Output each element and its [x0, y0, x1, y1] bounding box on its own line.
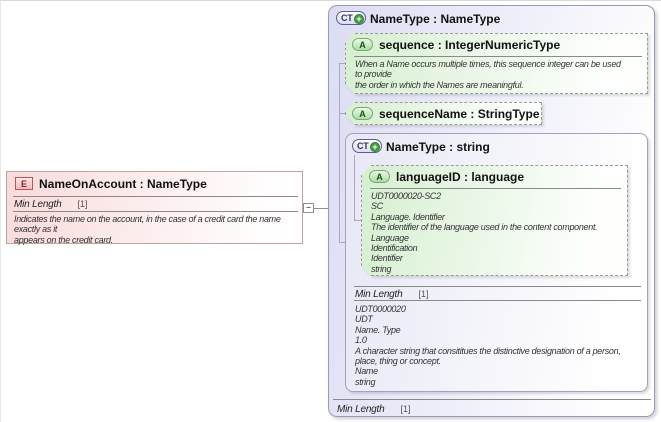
divider — [333, 399, 651, 400]
attribute-description: When a Name occurs multiple times, this … — [355, 59, 621, 90]
relation-line — [313, 208, 329, 209]
outer-facet-row: Min Length [1] — [337, 404, 411, 415]
divider — [370, 188, 621, 189]
tree-connector — [354, 220, 362, 221]
divider — [354, 286, 641, 287]
tree-connector — [354, 155, 355, 221]
element-title[interactable]: NameOnAccount : NameType — [39, 177, 207, 191]
collapse-toggle[interactable]: − — [303, 203, 314, 213]
ct-glyph: CT — [341, 13, 353, 23]
facet-label: Min Length — [14, 199, 62, 210]
attribute-box-shape[interactable]: A sequence : IntegerNumericType When a N… — [345, 33, 648, 94]
facet-value: [1] — [400, 404, 411, 414]
attribute-title[interactable]: languageID : language — [396, 170, 525, 184]
ct-glyph: CT — [357, 141, 369, 151]
attribute-title[interactable]: sequenceName : StringType — [379, 107, 540, 121]
attribute-facts: UDT0000020-SC2 SC Language. Identifier T… — [371, 191, 598, 274]
facet-label: Min Length — [355, 289, 403, 300]
nested-facet-row: Min Length [1] — [355, 289, 429, 300]
tree-connector — [339, 113, 346, 114]
attribute-icon: A — [369, 170, 390, 183]
attribute-icon: A — [352, 107, 373, 120]
nested-type-title[interactable]: NameType : string — [386, 140, 490, 154]
facet-value: [1] — [418, 289, 429, 299]
divider — [13, 196, 298, 197]
nested-type-facts: UDT0000020 UDT Name. Type 1.0 A characte… — [355, 304, 621, 387]
divider — [354, 56, 642, 57]
attribute-box-language-id: A languageID : language UDT0000020-SC2 S… — [361, 165, 628, 276]
divider — [13, 211, 298, 212]
complex-type-box-nametype-string: CT + NameType : string A languageID : la… — [345, 133, 648, 392]
attribute-box-shape[interactable]: A sequenceName : StringType — [345, 102, 542, 125]
expand-icon[interactable]: + — [370, 142, 380, 152]
element-box-name-on-account[interactable]: E NameOnAccount : NameType Min Length [1… — [6, 171, 303, 245]
attribute-box-shape[interactable]: A languageID : language UDT0000020-SC2 S… — [361, 165, 628, 276]
facet-label: Min Length — [337, 404, 385, 415]
complex-type-box-nametype: CT + NameType : NameType A sequence : In… — [328, 5, 655, 417]
tree-connector — [339, 63, 340, 243]
tree-connector — [339, 63, 346, 64]
attribute-icon: A — [352, 38, 373, 51]
element-facet-row: Min Length [1] — [14, 199, 88, 210]
complex-type-title[interactable]: NameType : NameType — [370, 12, 501, 26]
attribute-title[interactable]: sequence : IntegerNumericType — [379, 38, 561, 52]
divider — [354, 300, 641, 301]
complex-type-icon: CT + — [352, 139, 382, 153]
attribute-box-sequence: A sequence : IntegerNumericType When a N… — [345, 33, 648, 94]
complex-type-icon: CT + — [336, 11, 366, 25]
element-icon: E — [15, 177, 33, 190]
facet-value: [1] — [77, 199, 88, 209]
expand-icon[interactable]: + — [354, 14, 364, 24]
tree-connector — [339, 242, 346, 243]
attribute-box-sequence-name: A sequenceName : StringType — [345, 102, 542, 125]
element-description: Indicates the name on the account, in th… — [14, 214, 281, 245]
